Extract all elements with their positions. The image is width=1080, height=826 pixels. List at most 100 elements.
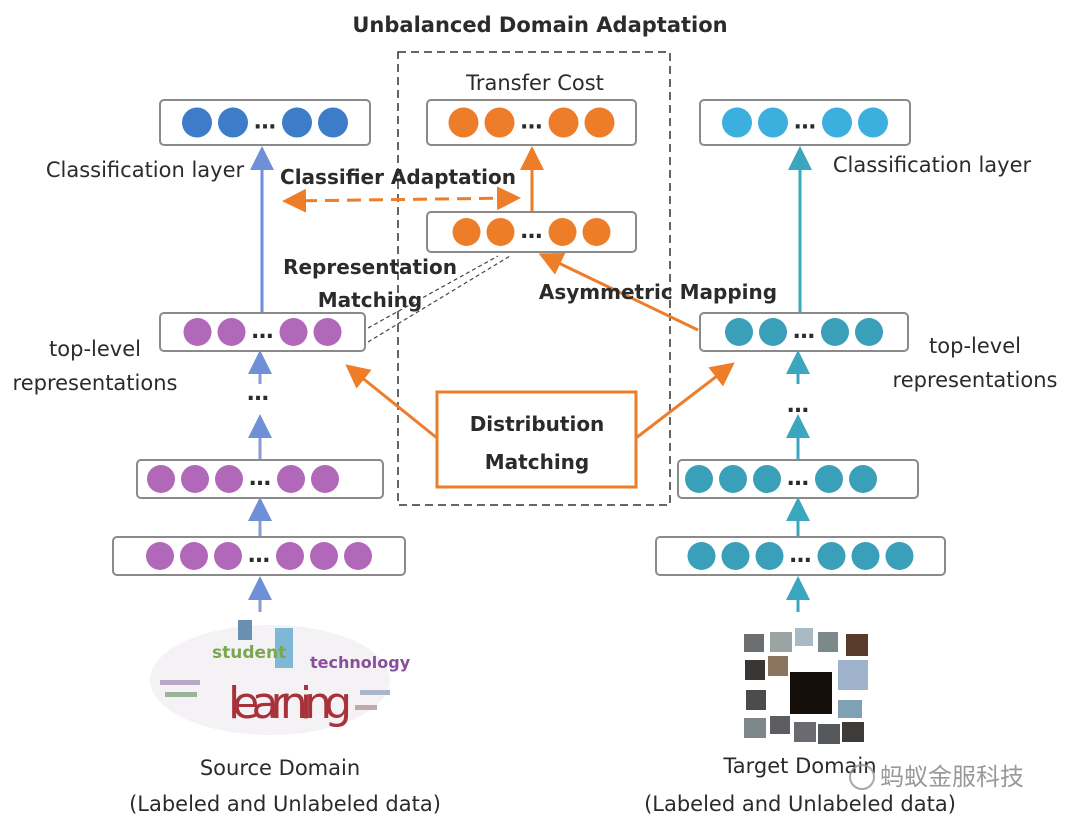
- source-data-label: (Labeled and Unlabeled data): [129, 792, 441, 816]
- transfer-cost-label: Transfer Cost: [465, 71, 604, 95]
- neuron: [318, 107, 348, 138]
- target-ellipsis: …: [787, 393, 809, 418]
- target-toplevel-label-1: top-level: [929, 334, 1021, 358]
- image-thumbnail: [770, 632, 792, 652]
- image-thumbnail: [838, 700, 862, 718]
- neuron-ellipsis: …: [787, 466, 809, 491]
- image-thumbnail: [818, 632, 838, 652]
- target-classification-label: Classification layer: [833, 153, 1032, 177]
- neuron: [486, 218, 515, 246]
- neuron: [758, 107, 788, 138]
- classifier-adaptation-label: Classifier Adaptation: [280, 165, 516, 189]
- source-hidden-layer-2: …: [136, 459, 384, 499]
- neuron-ellipsis: …: [252, 319, 274, 344]
- neuron: [214, 542, 242, 570]
- neuron: [885, 542, 914, 570]
- neuron: [725, 318, 753, 346]
- neuron: [484, 107, 515, 138]
- neuron-ellipsis: …: [521, 110, 543, 135]
- wechat-icon: [849, 764, 875, 790]
- svg-text:蚂蚁金服科技: 蚂蚁金服科技: [880, 763, 1024, 791]
- target-hidden-layer-2: …: [677, 459, 919, 499]
- distribution-matching-label-2: Matching: [485, 450, 589, 474]
- neuron-ellipsis: …: [521, 219, 543, 244]
- neuron: [719, 465, 747, 493]
- layer-box: [699, 99, 911, 146]
- image-thumbnail: [744, 718, 766, 738]
- source-toplevel-label-1: top-level: [49, 337, 141, 361]
- neuron: [759, 318, 787, 346]
- neuron: [584, 107, 615, 138]
- unbalanced-adaptation-dashed-box: [397, 51, 671, 506]
- neuron: [147, 465, 175, 493]
- neuron: [721, 542, 750, 570]
- adapted-representation-layer: …: [426, 211, 637, 253]
- image-thumbnail: [842, 722, 864, 742]
- neuron: [858, 107, 888, 138]
- neuron: [722, 107, 752, 138]
- neuron: [218, 107, 248, 138]
- neuron: [548, 218, 577, 246]
- neuron: [279, 318, 308, 346]
- distribution-to-target-arrow: [635, 362, 735, 440]
- image-thumbnail: [790, 672, 832, 714]
- neuron: [821, 318, 849, 346]
- source-ellipsis: …: [247, 381, 269, 406]
- neuron-ellipsis: …: [790, 543, 812, 568]
- image-thumbnail: [745, 660, 765, 680]
- target-input-layer: …: [655, 536, 946, 576]
- image-thumbnail: [744, 634, 764, 652]
- neuron: [180, 542, 208, 570]
- layer-box: [426, 99, 637, 146]
- neuron-ellipsis: …: [248, 543, 270, 568]
- asymmetric-mapping-arrow: [538, 252, 699, 332]
- image-thumbnail: [770, 716, 790, 734]
- neuron-ellipsis: …: [254, 110, 276, 135]
- neuron: [181, 465, 209, 493]
- distribution-matching-label-1: Distribution: [470, 412, 605, 436]
- neuron: [815, 465, 843, 493]
- neuron: [582, 218, 611, 246]
- representation-matching-label-1: Representation: [283, 255, 457, 279]
- source-classification-layer: …: [159, 99, 371, 146]
- neuron: [822, 107, 852, 138]
- neuron: [855, 318, 883, 346]
- distribution-matching-box: [435, 390, 638, 489]
- diagram-title: Unbalanced Domain Adaptation: [352, 13, 727, 37]
- image-thumbnail: [746, 690, 766, 710]
- target-domain-label: Target Domain: [722, 754, 876, 778]
- image-thumbnail: [846, 634, 868, 656]
- neuron-ellipsis: …: [794, 110, 816, 135]
- image-thumbnail: [795, 628, 813, 646]
- source-classification-label: Classification layer: [46, 158, 245, 182]
- representation-matching-line-1: [367, 255, 499, 329]
- image-thumbnail: [838, 660, 868, 690]
- layer-box: [426, 211, 637, 253]
- neuron: [313, 318, 342, 346]
- neuron: [183, 318, 212, 346]
- neuron: [282, 107, 312, 138]
- source-toplevel-layer: …: [159, 312, 366, 352]
- neuron: [217, 318, 246, 346]
- neuron: [851, 542, 880, 570]
- image-thumbnail: [768, 656, 788, 676]
- source-domain-label: Source Domain: [200, 756, 360, 780]
- target-image-collage: [744, 628, 868, 744]
- neuron: [817, 542, 846, 570]
- target-classification-layer: …: [699, 99, 911, 146]
- image-thumbnail: [818, 724, 840, 744]
- svg-text:student: student: [212, 643, 286, 663]
- neuron-ellipsis: …: [793, 319, 815, 344]
- image-thumbnail: [794, 722, 816, 742]
- neuron: [685, 465, 713, 493]
- watermark: 蚂蚁金服科技: [849, 763, 1024, 791]
- neuron: [687, 542, 716, 570]
- neuron: [311, 465, 339, 493]
- neuron: [146, 542, 174, 570]
- neuron-ellipsis: …: [249, 466, 271, 491]
- source-toplevel-label-2: representations: [13, 371, 178, 395]
- neuron: [276, 542, 304, 570]
- layer-box: [159, 99, 371, 146]
